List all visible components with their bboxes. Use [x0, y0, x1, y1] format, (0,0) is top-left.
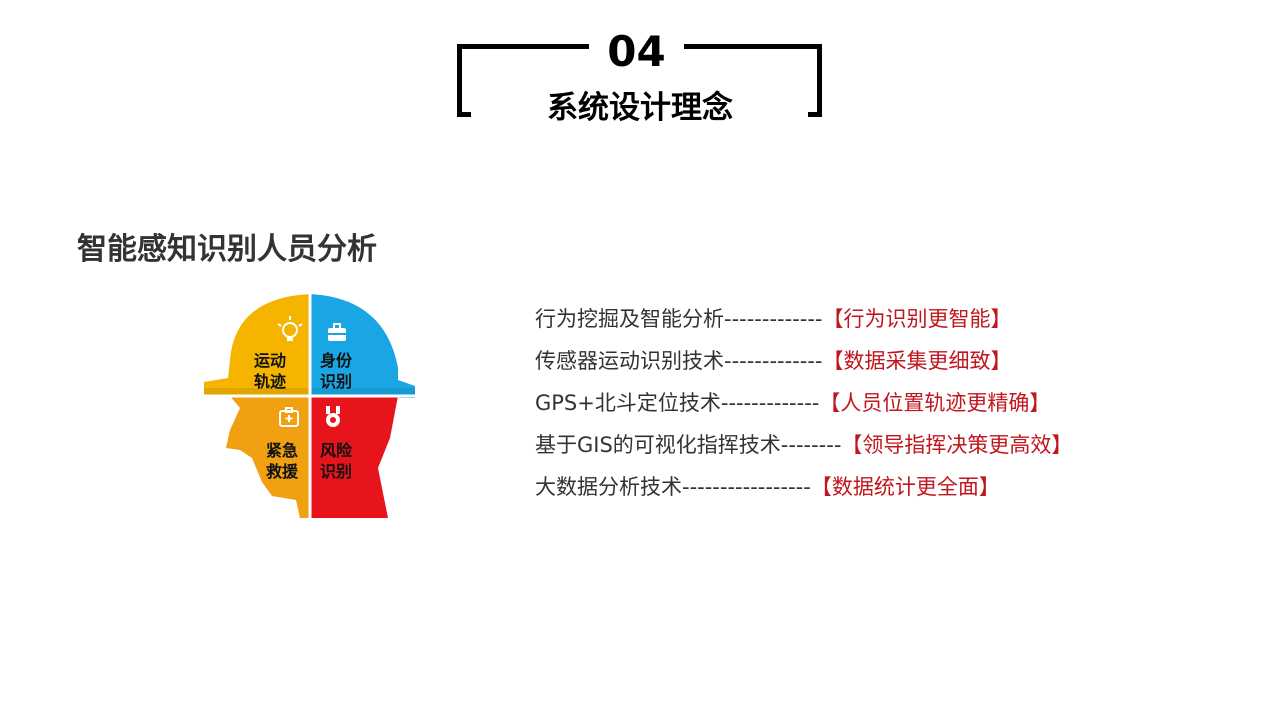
feature-benefit: 【行为识别更智能】 — [822, 307, 1012, 331]
quadrant-label-line: 识别 — [319, 372, 352, 391]
feature-technology: 行为挖掘及智能分析------------- — [535, 307, 823, 331]
medal-icon — [326, 406, 340, 427]
bracket-foot-right — [808, 112, 822, 117]
helmet-head-svg — [204, 294, 415, 518]
feature-row: 传感器运动识别技术------------- 【数据采集更细致】 — [535, 340, 1072, 382]
feature-list: 行为挖掘及智能分析------------- 【行为识别更智能】 传感器运动识别… — [535, 298, 1072, 508]
quadrant-label-line: 运动 — [253, 351, 286, 370]
first-aid-icon — [279, 407, 299, 427]
helmet-left — [204, 294, 310, 398]
quadrant-label-identity: 身份 识别 — [314, 350, 358, 392]
subtitle: 智能感知识别人员分析 — [77, 232, 377, 267]
bracket-top-left-line — [457, 44, 589, 49]
quadrant-label-rescue: 紧急 救援 — [260, 440, 304, 482]
quadrant-label-risk: 风险 识别 — [314, 440, 358, 482]
helmet-head-graphic: 运动 轨迹 身份 识别 紧急 救援 风险 识别 — [200, 290, 420, 522]
bracket-right-line — [817, 44, 822, 117]
lightbulb-icon — [277, 316, 303, 341]
quadrant-label-line: 身份 — [319, 351, 352, 370]
briefcase-icon — [328, 323, 346, 341]
section-number: 04 — [607, 27, 666, 76]
feature-technology: 大数据分析技术----------------- — [535, 475, 811, 499]
section-title: 系统设计理念 — [547, 90, 733, 126]
quadrant-label-line: 轨迹 — [253, 372, 286, 391]
quadrant-label-line: 救援 — [265, 462, 298, 481]
helmet-right — [310, 294, 415, 398]
feature-technology: GPS+北斗定位技术------------- — [535, 391, 820, 415]
feature-row: GPS+北斗定位技术------------- 【人员位置轨迹更精确】 — [535, 382, 1072, 424]
feature-benefit: 【领导指挥决策更高效】 — [841, 433, 1073, 457]
feature-benefit: 【人员位置轨迹更精确】 — [819, 391, 1051, 415]
feature-row: 基于GIS的可视化指挥技术-------- 【领导指挥决策更高效】 — [535, 424, 1072, 466]
bracket-foot-left — [457, 112, 471, 117]
quadrant-label-motion-track: 运动 轨迹 — [248, 350, 292, 392]
feature-row: 大数据分析技术----------------- 【数据统计更全面】 — [535, 466, 1072, 508]
feature-technology: 传感器运动识别技术------------- — [535, 349, 823, 373]
quadrant-label-line: 识别 — [319, 462, 352, 481]
bracket-top-right-line — [684, 44, 822, 49]
feature-benefit: 【数据统计更全面】 — [810, 475, 1000, 499]
feature-benefit: 【数据采集更细致】 — [822, 349, 1012, 373]
quadrant-label-line: 风险 — [319, 441, 352, 460]
bracket-left-line — [457, 44, 462, 117]
feature-technology: 基于GIS的可视化指挥技术-------- — [535, 433, 842, 457]
quadrant-label-line: 紧急 — [265, 441, 298, 460]
feature-row: 行为挖掘及智能分析------------- 【行为识别更智能】 — [535, 298, 1072, 340]
